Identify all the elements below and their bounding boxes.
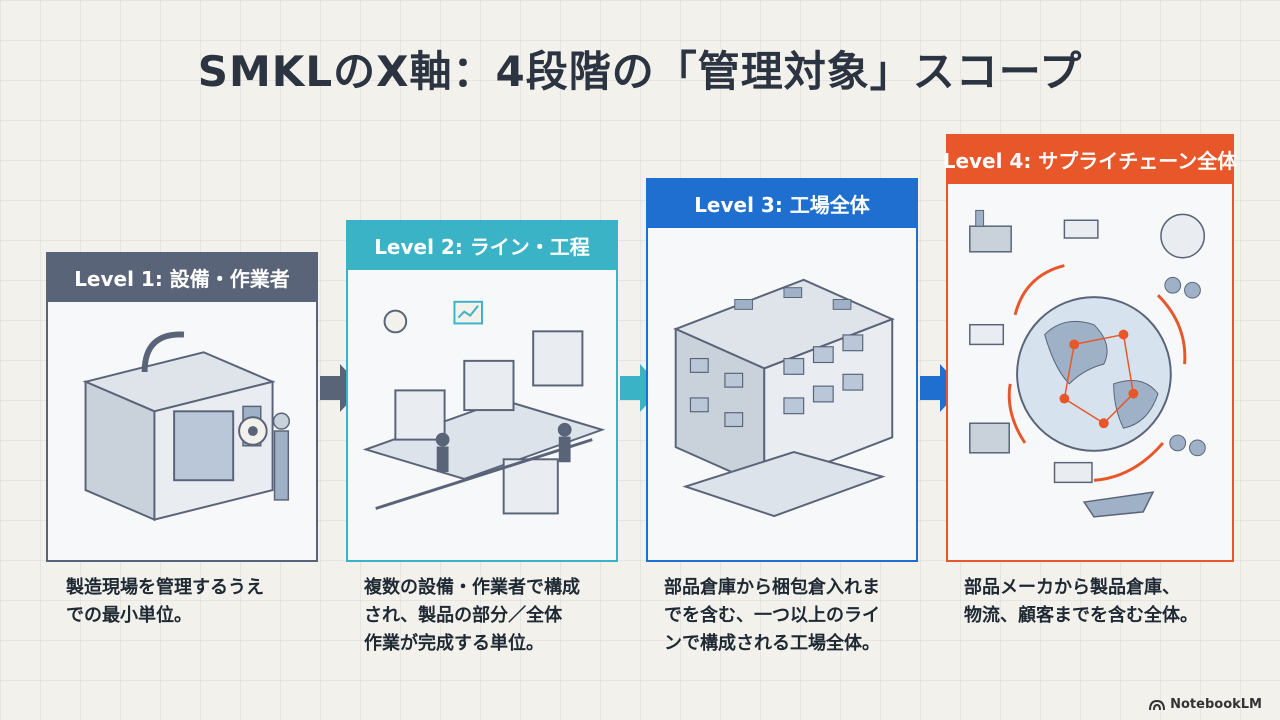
level-1-desc-line: 製造現場を管理するうえ xyxy=(66,577,264,598)
level-4-description: 部品メーカから製品倉庫、 物流、顧客までを含む全体。 xyxy=(964,574,1234,630)
level-1-panel: Level 1: 設備・作業者 xyxy=(46,252,318,562)
notebooklm-logo: NotebookLM xyxy=(1149,697,1262,712)
level-3-description: 部品倉庫から梱包倉入れま でを含む、一つ以上のライ ンで構成される工場全体。 xyxy=(664,574,926,658)
level-3-desc-line: でを含む、一つ以上のライ xyxy=(664,605,880,626)
level-2-description: 複数の設備・作業者で構成 され、製品の部分／全体 作業が完成する単位。 xyxy=(364,574,624,658)
level-3-panel: Level 3: 工場全体 xyxy=(646,178,918,562)
level-2-desc-line: 作業が完成する単位。 xyxy=(364,633,544,654)
level-2-desc-line: され、製品の部分／全体 xyxy=(364,605,563,626)
notebooklm-icon xyxy=(1149,699,1166,710)
machine-tool-icon xyxy=(56,310,308,552)
page-title: SMKLのX軸：4段階の「管理対象」スコープ xyxy=(197,47,1083,96)
level-4-panel: Level 4: サプライチェーン全体 xyxy=(943,134,1237,562)
level-4-desc-line: 物流、顧客までを含む全体。 xyxy=(964,605,1198,626)
level-3-header: Level 3: 工場全体 xyxy=(646,178,918,228)
brand-label: NotebookLM xyxy=(1170,697,1262,712)
arrow-right-icon xyxy=(620,364,662,412)
factory-icon xyxy=(656,236,908,552)
level-1-header: Level 1: 設備・作業者 xyxy=(46,252,318,302)
arrow-right-icon xyxy=(920,364,962,412)
level-2-header: Level 2: ライン・工程 xyxy=(346,220,618,270)
production-line-icon xyxy=(356,278,608,552)
level-4-desc-line: 部品メーカから製品倉庫、 xyxy=(964,577,1180,598)
level-2-desc-line: 複数の設備・作業者で構成 xyxy=(364,577,580,598)
level-2-panel: Level 2: ライン・工程 xyxy=(346,220,618,562)
level-4-header: Level 4: サプライチェーン全体 xyxy=(943,134,1237,184)
level-1-desc-line: での最小単位。 xyxy=(66,605,192,626)
level-1-description: 製造現場を管理するうえ での最小単位。 xyxy=(66,574,326,630)
arrow-right-icon xyxy=(320,364,362,412)
supply-chain-globe-icon xyxy=(956,192,1224,552)
level-3-desc-line: ンで構成される工場全体。 xyxy=(664,633,880,654)
level-3-desc-line: 部品倉庫から梱包倉入れま xyxy=(664,577,880,598)
